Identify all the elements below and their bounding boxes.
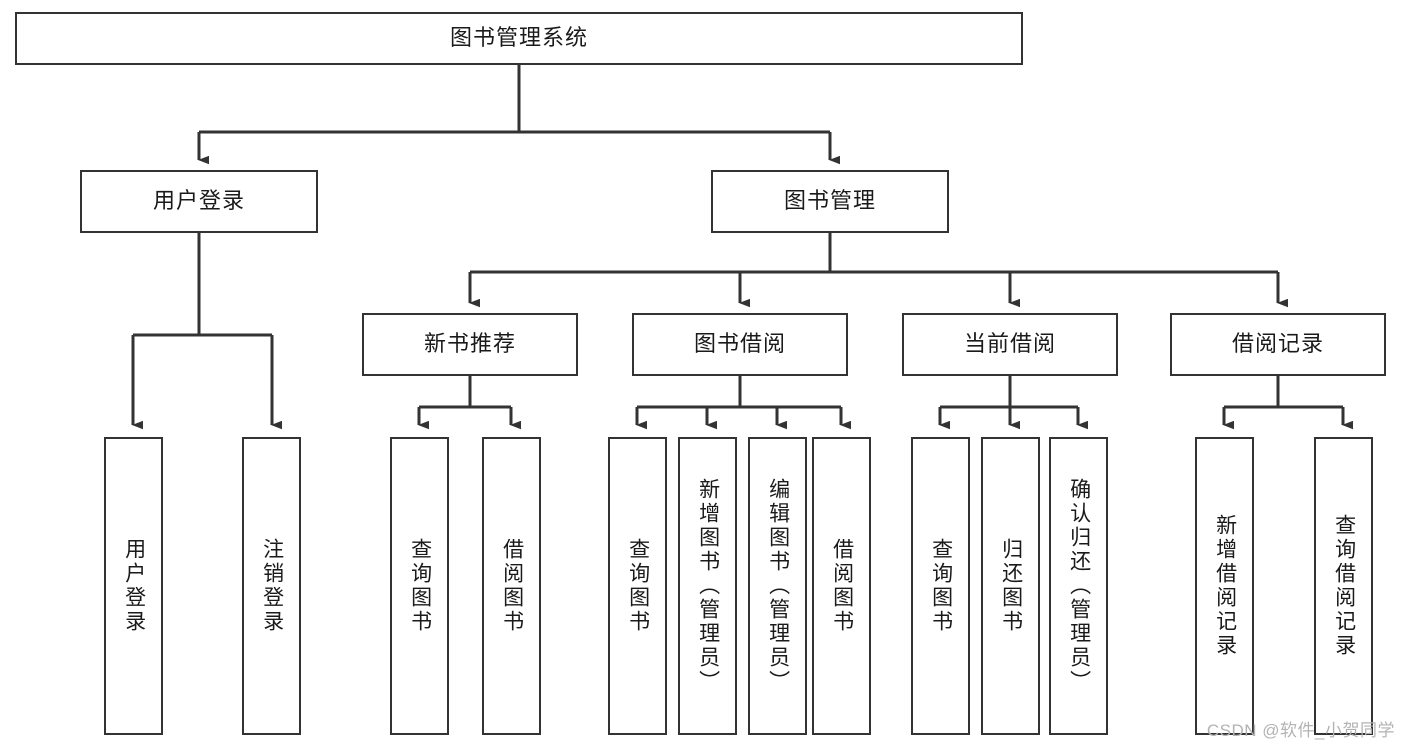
node-book-borrow[interactable]: 图书借阅 [632,313,848,376]
node-current-borrow[interactable]: 当前借阅 [902,313,1118,376]
node-leaf-logout-login[interactable]: 注销登录 [242,437,301,735]
node-leaf-edit-book[interactable]: 编辑图书（管理员） [748,437,807,735]
node-leaf-logout-login-label: 注销登录 [260,538,284,634]
node-borrow-record-label: 借阅记录 [1231,331,1324,357]
node-leaf-borrow-book-2-label: 借阅图书 [830,538,854,634]
node-current-borrow-label: 当前借阅 [963,331,1056,357]
node-leaf-return-book[interactable]: 归还图书 [981,437,1040,735]
node-leaf-return-book-label: 归还图书 [999,538,1023,634]
node-leaf-query-book-1-label: 查询图书 [408,538,432,634]
node-user-login-label: 用户登录 [152,188,245,214]
node-new-book-recommend[interactable]: 新书推荐 [362,313,578,376]
node-leaf-query-book-3[interactable]: 查询图书 [911,437,970,735]
node-book-borrow-label: 图书借阅 [693,331,786,357]
node-leaf-borrow-book-2[interactable]: 借阅图书 [812,437,871,735]
node-leaf-query-book-3-label: 查询图书 [929,538,953,634]
node-leaf-confirm-return[interactable]: 确认归还（管理员） [1049,437,1108,735]
node-new-book-recommend-label: 新书推荐 [423,331,516,357]
node-root[interactable]: 图书管理系统 [15,12,1023,65]
node-leaf-query-record-label: 查询借阅记录 [1332,514,1356,658]
node-leaf-borrow-book-1-label: 借阅图书 [500,538,524,634]
node-leaf-query-record[interactable]: 查询借阅记录 [1314,437,1373,735]
node-leaf-add-book-label: 新增图书（管理员） [696,478,720,694]
node-leaf-user-login-label: 用户登录 [122,538,146,634]
node-borrow-record[interactable]: 借阅记录 [1170,313,1386,376]
node-leaf-add-record[interactable]: 新增借阅记录 [1195,437,1254,735]
node-user-login[interactable]: 用户登录 [80,170,318,233]
node-leaf-user-login[interactable]: 用户登录 [104,437,163,735]
node-leaf-borrow-book-1[interactable]: 借阅图书 [482,437,541,735]
node-leaf-query-book-2-label: 查询图书 [626,538,650,634]
node-leaf-edit-book-label: 编辑图书（管理员） [766,478,790,694]
node-leaf-add-record-label: 新增借阅记录 [1213,514,1237,658]
node-leaf-query-book-1[interactable]: 查询图书 [390,437,449,735]
node-book-manage[interactable]: 图书管理 [711,170,949,233]
node-leaf-confirm-return-label: 确认归还（管理员） [1067,478,1091,694]
node-root-label: 图书管理系统 [449,25,588,51]
node-leaf-add-book[interactable]: 新增图书（管理员） [678,437,737,735]
watermark: CSDN @软件_小贺同学 [1206,721,1395,740]
node-leaf-query-book-2[interactable]: 查询图书 [608,437,667,735]
node-book-manage-label: 图书管理 [783,188,876,214]
